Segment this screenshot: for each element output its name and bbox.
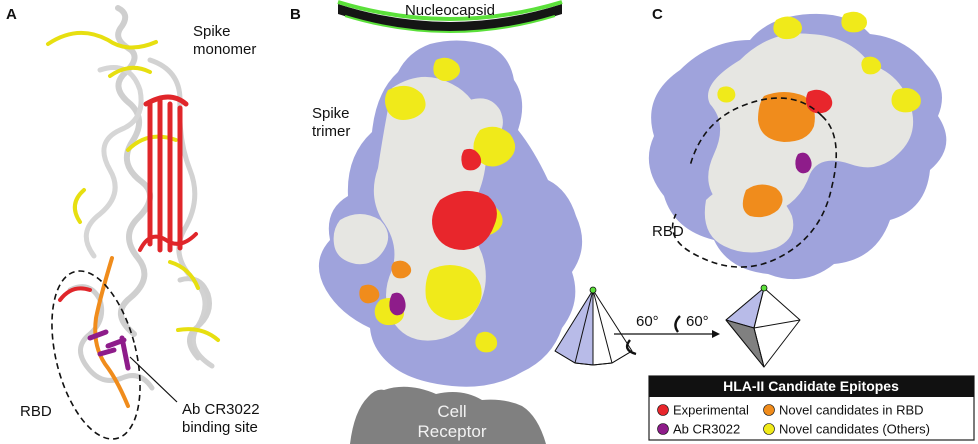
legend-header	[649, 376, 974, 397]
panel-a-letter: A	[6, 6, 17, 23]
spike-monomer-label-line1: Spike	[193, 23, 231, 40]
epitope-legend: HLA-II Candidate Epitopes Experimental N…	[648, 375, 975, 441]
rbd-label-a: RBD	[20, 403, 52, 420]
pyramid-top-view	[725, 287, 801, 368]
cell-receptor-shape	[350, 386, 546, 444]
legend-title: HLA-II Candidate Epitopes	[723, 378, 899, 394]
panel-a: A Spike monomer	[6, 5, 260, 440]
pyramid-apex-marker-right	[760, 284, 768, 292]
ab-binding-label-line1: Ab CR3022	[182, 401, 260, 418]
legend-swatch-ab-cr3022	[657, 423, 669, 435]
rbd-dashed-outline-a	[51, 270, 141, 440]
ab-binding-site-pointer	[129, 356, 178, 403]
panel-b: B Nucleocapsid Cell Receptor	[290, 0, 583, 444]
pyramid-apex-marker-left	[589, 286, 597, 294]
legend-label-experimental: Experimental	[673, 403, 749, 418]
rotation-curl-icon-1	[625, 339, 637, 356]
spike-monomer-label-line2: monomer	[193, 41, 256, 58]
legend-label-novel-rbd: Novel candidates in RBD	[779, 403, 924, 418]
nucleocapsid-label: Nucleocapsid	[405, 2, 495, 19]
cell-receptor-label-line1: Cell	[437, 402, 466, 421]
rotation-curl-icon-2	[674, 315, 681, 333]
panel-c: C RBD	[648, 6, 947, 280]
panel-b-letter: B	[290, 6, 301, 23]
rotation-angle-1: 60°	[636, 313, 659, 330]
rotation-schematic: 60° 60°	[554, 284, 801, 368]
ab-binding-label-line2: binding site	[182, 419, 258, 436]
panel-c-letter: C	[652, 6, 663, 23]
spike-monomer-ribbon	[46, 5, 220, 408]
rotation-angle-2: 60°	[686, 313, 709, 330]
legend-label-ab-cr3022: Ab CR3022	[673, 422, 740, 437]
spike-trimer-label-line1: Spike	[312, 105, 350, 122]
spike-trimer-surface	[318, 40, 583, 387]
cell-receptor-label-line2: Receptor	[418, 422, 487, 441]
rotation-arrowhead	[712, 330, 720, 338]
pyramid-side-view	[554, 289, 633, 366]
rbd-label-c: RBD	[652, 223, 684, 240]
legend-swatch-novel-others	[763, 423, 775, 435]
legend-label-novel-others: Novel candidates (Others)	[779, 422, 930, 437]
spike-trimer-label-line2: trimer	[312, 123, 350, 140]
spike-top-view-surface	[648, 11, 947, 280]
rbd-dashed-outline-c-upper	[689, 97, 823, 167]
legend-swatch-experimental	[657, 404, 669, 416]
nucleocapsid-membrane	[337, 0, 563, 33]
legend-swatch-novel-rbd	[763, 404, 775, 416]
